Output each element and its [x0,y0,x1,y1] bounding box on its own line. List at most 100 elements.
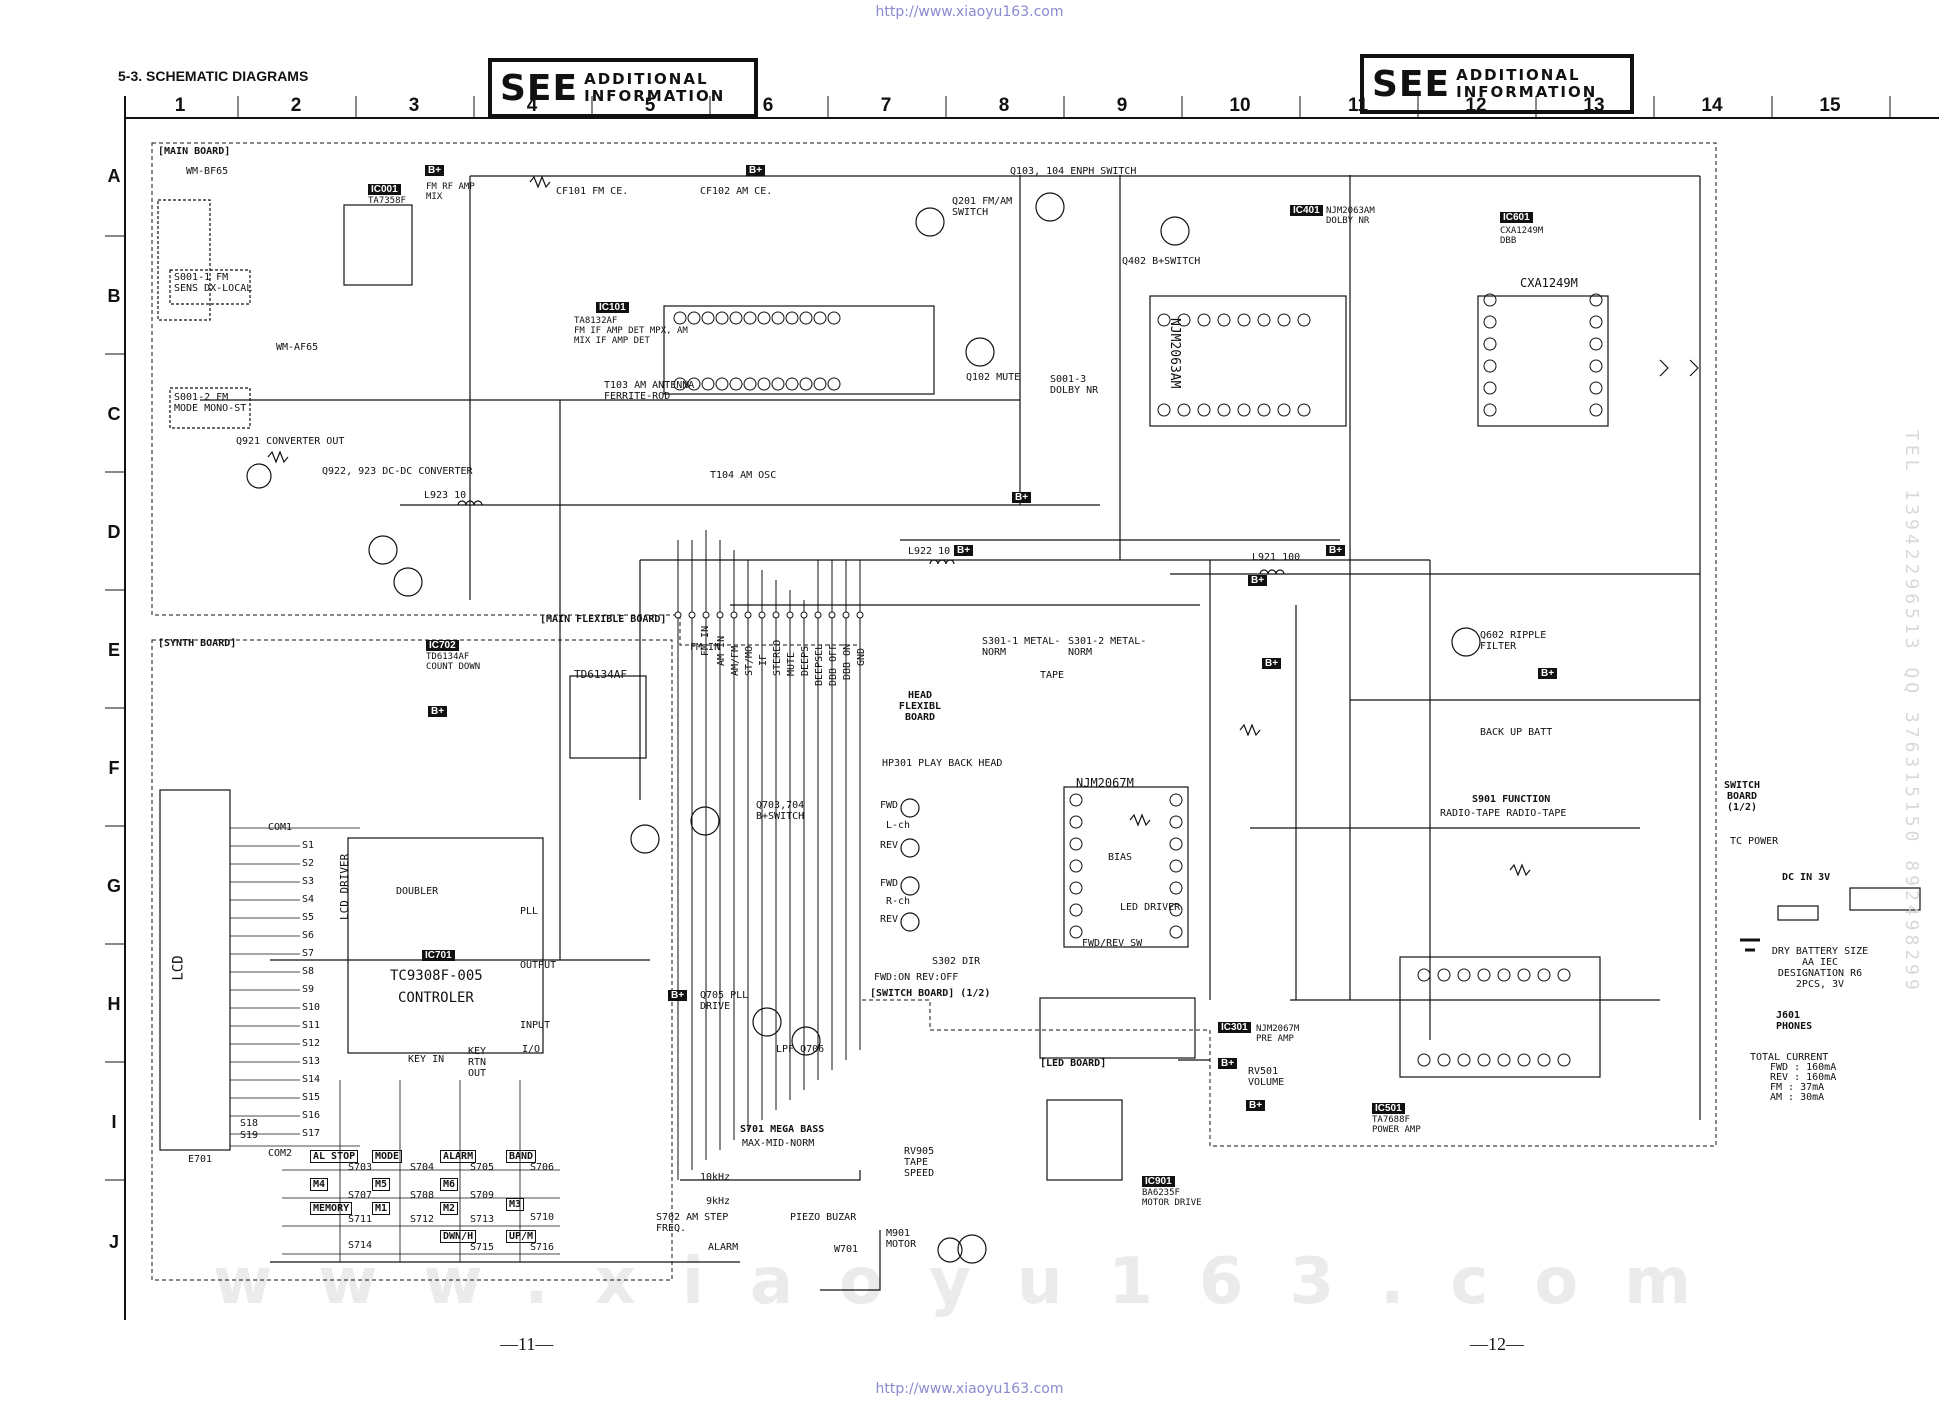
mega-bass-label: S701 MEGA BASS [740,1124,825,1135]
mega-bass-positions: MAX-MID-NORM [742,1138,815,1149]
grid-column-11: 11 [1347,95,1369,116]
fm-mode-label: S001-2 FM MODE MONO-ST [174,392,247,414]
lcd-pin: S9 [302,984,315,995]
current-fwd: FWD : 160mA [1770,1062,1837,1073]
bplus-tag: B+ [1218,1058,1238,1069]
lcd-pin: S7 [302,948,315,959]
bplus-tag: B+ [668,990,688,1001]
key-mode[interactable]: MODE [372,1150,403,1163]
key-al-stop[interactable]: AL STOP [310,1150,359,1163]
pll-drive-label: Q705 PLL DRIVE [700,990,749,1012]
key-m1[interactable]: M1 [372,1202,391,1215]
grid-row-b: B [107,286,121,306]
bplus-tag: B+ [954,545,974,556]
key-ref: S704 [410,1162,435,1173]
lcd-pin: COM2 [268,1148,293,1159]
ic601-body-label: CXA1249M [1520,276,1578,290]
grid-column-5: 5 [644,95,656,116]
flex-pin: DBB ON [842,643,853,680]
grid-column-7: 7 [880,95,892,116]
l923-label: L923 10 [424,490,467,501]
key-up-m[interactable]: UP/M [506,1230,537,1243]
watermark: www.xiaoyu163.com [213,1245,1737,1319]
additional-info-stamp-left: SEE ADDITIONAL INFORMATION [488,58,758,118]
grid-row-g: G [106,876,121,896]
lcd-pin: S19 [240,1130,259,1141]
ic401-type: NJM2063AM [1326,206,1375,216]
ic301-type: NJM2067M [1256,1024,1300,1034]
lcd-pin: S11 [302,1020,321,1031]
key-m4[interactable]: M4 [310,1178,329,1191]
current-fm: FM : 37mA [1770,1082,1825,1093]
key-alarm[interactable]: ALARM [440,1150,477,1163]
key-band[interactable]: BAND [506,1150,537,1163]
key-dwn-h[interactable]: DWN/H [440,1230,477,1243]
ic601-desc: DBB [1500,236,1517,246]
flex-pin: STEREO [772,639,783,676]
s301-1-label: S301-1 METAL-NORM [982,636,1061,658]
head-rev-l: REV [880,840,899,851]
ic501-tag: IC501 [1372,1103,1405,1114]
grid-column-15: 15 [1819,95,1841,116]
am-step-label: S702 AM STEP FREQ. [656,1212,729,1234]
ic001-desc: FM RF AMP MIX [426,182,475,202]
bplus-tag: B+ [1326,545,1346,556]
ic501-type: TA7688F [1372,1115,1410,1125]
lcd-pin: S4 [302,894,315,905]
bottom-url[interactable]: http://www.xiaoyu163.com [875,1381,1064,1397]
ic702-body-label: TD6134AF [574,668,627,681]
lcd-pin: S18 [240,1118,259,1129]
dcdc-label: Q922, 923 DC-DC CONVERTER [322,466,473,477]
ic901-type: BA6235F [1142,1188,1180,1198]
lcd-pin: S5 [302,912,315,923]
fwd-on-label: FWD:ON REV:OFF [874,972,959,983]
key-ref: S711 [348,1214,373,1225]
key-m3[interactable]: M3 [506,1198,525,1211]
lcd-pin: S16 [302,1110,321,1121]
key-m2[interactable]: M2 [440,1202,459,1215]
ic702-tag: IC702 [426,640,459,651]
grid-column-10: 10 [1229,95,1251,116]
ic301-desc: PRE AMP [1256,1034,1294,1044]
flex-pin: MUTE [786,651,797,676]
key-ref: S705 [470,1162,495,1173]
key-m6[interactable]: M6 [440,1178,459,1191]
tape-label: TAPE [1040,670,1065,681]
q103-label: Q103, 104 ENPH SWITCH [1010,166,1137,177]
ic401-body-label: NJM2063AM [1167,318,1182,389]
switch-board-right-label: SWITCH BOARD (1/2) [1723,780,1761,813]
bias-label: BIAS [1108,852,1133,863]
ic401-tag: IC401 [1290,205,1323,216]
page-title: 5-3. SCHEMATIC DIAGRAMS [118,68,309,84]
key-ref: S708 [410,1190,435,1201]
stamp-text: ADDITIONAL INFORMATION [584,71,725,105]
lcd-pin: S15 [302,1092,321,1103]
piezo-label: PIEZO BUZAR [790,1212,857,1223]
grid-column-6: 6 [762,95,774,116]
input-label: INPUT [520,1020,551,1031]
grid-row-d: D [107,522,121,542]
key-ref: S706 [530,1162,555,1173]
page-number-right: —12— [1470,1334,1524,1354]
fm-in-label: FM IN [690,642,721,653]
key-ref: S714 [348,1240,373,1251]
grid-column-2: 2 [290,95,302,116]
grid-row-i: I [111,1112,117,1132]
stamp-line1: ADDITIONAL [584,70,709,88]
q402-label: Q402 B+SWITCH [1122,256,1201,267]
key-ref: S707 [348,1190,373,1201]
key-memory[interactable]: MEMORY [310,1202,353,1215]
grid-column-3: 3 [408,95,420,116]
motor-label: M901 MOTOR [886,1228,917,1250]
grid-column-12: 12 [1465,95,1487,116]
function-switch-label: S901 FUNCTION [1472,794,1551,805]
key-m5[interactable]: M5 [372,1178,391,1191]
bplus-tag: B+ [1246,1100,1266,1111]
io-label: I/O [522,1044,541,1055]
wm-af65-label: WM-AF65 [276,342,319,353]
tape-speed-label: RV905 TAPE SPEED [904,1146,935,1179]
top-url[interactable]: http://www.xiaoyu163.com [875,4,1064,20]
ic701-tag: IC701 [422,950,455,961]
lpf-label: LPF Q706 [776,1044,825,1055]
ic501-desc: POWER AMP [1372,1125,1421,1135]
